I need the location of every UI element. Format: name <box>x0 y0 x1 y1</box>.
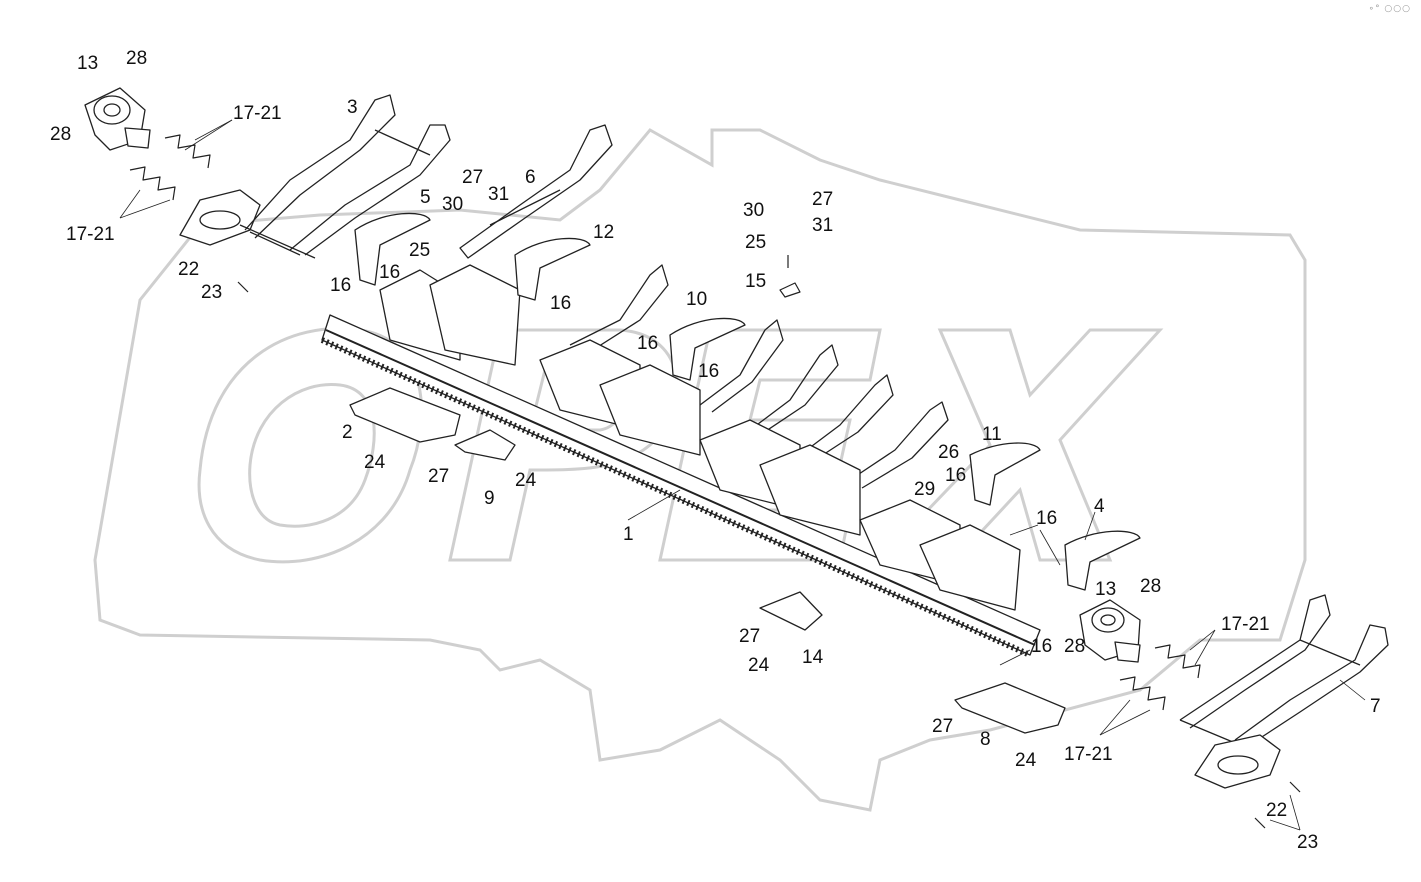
label-28-b: 28 <box>50 124 71 145</box>
shield-10 <box>669 317 746 381</box>
label-10: 10 <box>686 289 707 310</box>
frame-3 <box>239 94 451 259</box>
watermark-letter-o <box>197 327 423 564</box>
label-17-21-b: 17-21 <box>66 224 115 245</box>
label-28-d: 28 <box>1064 636 1085 657</box>
label-22-left: 22 <box>178 259 199 280</box>
label-31-a: 31 <box>488 184 509 205</box>
label-30-a: 30 <box>442 194 463 215</box>
label-11: 11 <box>982 424 1002 445</box>
label-22-right: 22 <box>1266 800 1287 821</box>
shield-4 <box>1064 530 1141 591</box>
label-17-21-c: 17-21 <box>1221 614 1270 635</box>
watermark-gear <box>93 128 1307 812</box>
label-24-d: 24 <box>1015 750 1037 771</box>
label-1: 1 <box>623 524 634 545</box>
label-16-d: 16 <box>637 333 658 354</box>
shield-12 <box>514 237 591 301</box>
label-13-right: 13 <box>1095 579 1116 600</box>
label-24-c: 24 <box>748 655 770 676</box>
label-26: 26 <box>938 442 959 463</box>
pan-8 <box>954 682 1066 734</box>
label-15: 15 <box>745 271 766 292</box>
drive-hub-left <box>84 87 151 151</box>
label-5: 5 <box>420 187 431 208</box>
end-shoe-right <box>1194 734 1281 789</box>
pan-9 <box>454 429 516 461</box>
fasteners <box>237 255 1301 829</box>
label-16-h: 16 <box>1031 636 1052 657</box>
label-6: 6 <box>525 167 536 188</box>
label-16-a: 16 <box>330 275 351 296</box>
label-16-c: 16 <box>550 293 571 314</box>
label-16-g: 16 <box>1036 508 1057 529</box>
label-25-a: 25 <box>409 240 430 261</box>
guard-plates <box>379 264 1021 611</box>
label-7: 7 <box>1370 696 1381 717</box>
pan-14 <box>759 591 823 631</box>
end-shoe-left <box>179 189 261 246</box>
pan-2 <box>349 387 461 443</box>
shield-11 <box>969 442 1041 506</box>
label-27-b: 27 <box>812 189 833 210</box>
label-23-right: 23 <box>1297 832 1318 853</box>
frame-6 <box>459 124 613 259</box>
callout-labels: 1 2 3 4 5 6 7 8 9 10 11 12 13 13 14 15 1… <box>50 48 1381 853</box>
reel-arms <box>569 264 949 489</box>
label-17-21-a: 17-21 <box>233 103 282 124</box>
label-27-c: 27 <box>428 466 449 487</box>
label-27-d: 27 <box>739 626 760 647</box>
label-29: 29 <box>914 479 935 500</box>
label-8: 8 <box>980 729 991 750</box>
shield-5 <box>354 212 431 286</box>
corner-mark: ∘° ○○○ <box>1368 4 1411 14</box>
watermark-letter-x <box>876 328 1164 562</box>
label-16-e: 16 <box>698 361 719 382</box>
label-4: 4 <box>1094 496 1105 517</box>
label-24-a: 24 <box>364 452 386 473</box>
drive-hub-right <box>1079 599 1141 663</box>
label-31-b: 31 <box>812 215 833 236</box>
label-13-left: 13 <box>77 53 98 74</box>
knife-sections <box>129 134 1201 711</box>
label-16-b: 16 <box>379 262 400 283</box>
label-27-e: 27 <box>932 716 953 737</box>
label-24-b: 24 <box>515 470 537 491</box>
label-25-b: 25 <box>745 232 766 253</box>
label-16-f: 16 <box>945 465 966 486</box>
frame-7 <box>1179 594 1389 749</box>
label-30-b: 30 <box>743 200 764 221</box>
label-27-a: 27 <box>462 167 483 188</box>
label-28-c: 28 <box>1140 576 1161 597</box>
label-17-21-d: 17-21 <box>1064 744 1113 765</box>
label-12: 12 <box>593 222 614 243</box>
label-23-left: 23 <box>201 282 222 303</box>
label-14: 14 <box>802 647 824 668</box>
leader-lines <box>119 119 1366 831</box>
cutter-bar <box>320 314 1041 658</box>
label-28-a: 28 <box>126 48 147 69</box>
label-2: 2 <box>342 422 353 443</box>
label-9: 9 <box>484 488 495 509</box>
label-3: 3 <box>347 97 358 118</box>
